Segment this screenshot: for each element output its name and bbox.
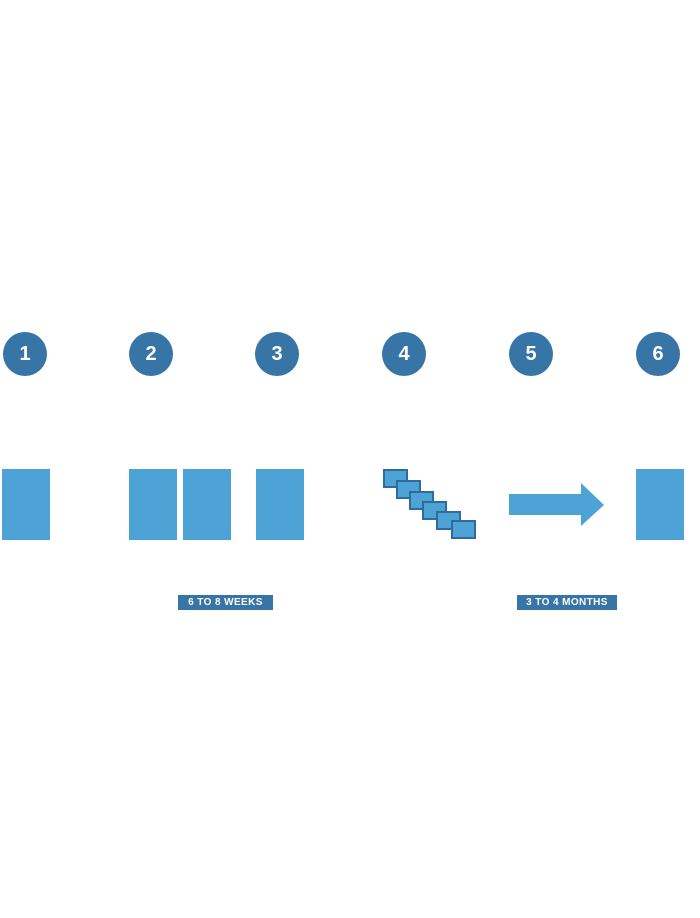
step-badge-6: 6 <box>636 332 680 376</box>
stack-sheet-6 <box>451 520 476 539</box>
step-2-document-icon-b <box>183 469 231 540</box>
step-badge-3: 3 <box>255 332 299 376</box>
step-badge-2: 2 <box>129 332 173 376</box>
step-2-document-icon-a <box>129 469 177 540</box>
arrow-shape <box>509 483 604 526</box>
step-badge-1: 1 <box>3 332 47 376</box>
step-3-document-icon <box>256 469 304 540</box>
step-5-arrow-icon <box>509 483 604 526</box>
duration-tag-weeks: 6 TO 8 WEEKS <box>178 595 273 610</box>
step-1-document-icon <box>2 469 50 540</box>
step-6-document-icon <box>636 469 684 540</box>
duration-tag-months: 3 TO 4 MONTHS <box>517 595 617 610</box>
step-badge-5: 5 <box>509 332 553 376</box>
step-badge-4: 4 <box>382 332 426 376</box>
